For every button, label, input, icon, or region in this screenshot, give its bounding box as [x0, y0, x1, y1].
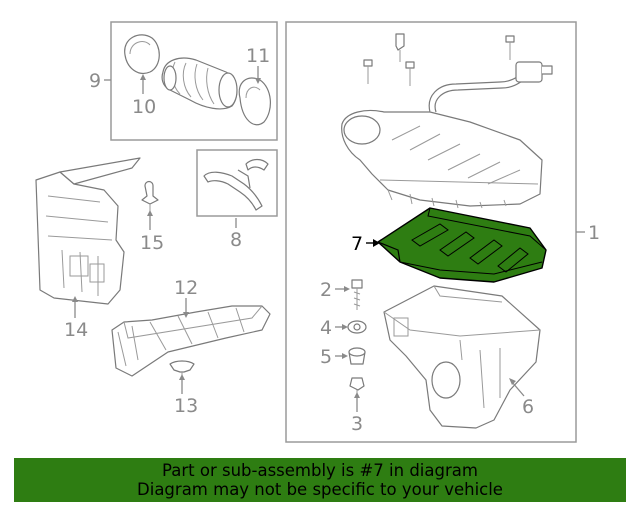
- bolt-top-a[interactable]: [363, 59, 373, 84]
- callout-8: 8: [230, 229, 242, 251]
- callout-7: 7: [351, 233, 363, 255]
- callout-4: 4: [320, 317, 332, 339]
- arrow-11: [255, 78, 261, 84]
- banner-line-part-number: Part or sub-assembly is #7 in diagram: [162, 461, 478, 480]
- banner-line-disclaimer: Diagram may not be specific to your vehi…: [137, 480, 503, 499]
- callout-3: 3: [351, 413, 363, 435]
- arrow-12: [183, 312, 189, 318]
- arrow-6: [509, 378, 516, 385]
- arrow-15: [147, 210, 153, 216]
- bolt-top-b[interactable]: [405, 61, 415, 86]
- box-group-9: [110, 21, 278, 141]
- arrow-4: [342, 324, 348, 330]
- callout-6: 6: [522, 396, 534, 418]
- callout-2: 2: [320, 279, 332, 301]
- callout-14: 14: [64, 319, 88, 341]
- intake-hose-part-9[interactable]: [161, 57, 238, 110]
- clamp-part-10[interactable]: [124, 34, 160, 74]
- isolator-part-5[interactable]: [348, 347, 366, 365]
- callout-9: 9: [89, 70, 101, 92]
- clip-part-3[interactable]: [349, 377, 365, 400]
- intake-duct-part-12[interactable]: [111, 305, 271, 377]
- sensor-top[interactable]: [395, 33, 405, 62]
- callout-10: 10: [132, 96, 156, 118]
- callout-11: 11: [246, 45, 270, 67]
- arrow-10: [140, 74, 146, 80]
- info-banner: Part or sub-assembly is #7 in diagram Di…: [14, 458, 626, 502]
- arrow-7: [373, 239, 380, 247]
- callout-12: 12: [174, 277, 198, 299]
- arrow-3: [354, 392, 360, 398]
- callout-1: 1: [588, 222, 600, 244]
- box-group-8: [196, 149, 278, 217]
- grommet-part-4[interactable]: [347, 320, 367, 334]
- breather-hose-part-8[interactable]: [203, 158, 269, 211]
- lower-housing-part-6[interactable]: [383, 285, 541, 429]
- bolt-top-c[interactable]: [505, 35, 515, 60]
- air-cleaner-cover-part-1[interactable]: [341, 61, 553, 209]
- arrow-5: [342, 353, 348, 359]
- bolt-part-2[interactable]: [351, 279, 363, 310]
- callout-15: 15: [140, 232, 164, 254]
- deflector-bracket-part-14[interactable]: [35, 157, 141, 305]
- arrow-2: [344, 286, 350, 292]
- callout-5: 5: [320, 346, 332, 368]
- arrow-14: [72, 296, 78, 302]
- clamp-part-11[interactable]: [238, 77, 271, 126]
- arrow-13: [179, 374, 185, 380]
- leader-6: [511, 381, 525, 397]
- callout-13: 13: [174, 395, 198, 417]
- air-filter-element-part-7[interactable]: [377, 207, 547, 283]
